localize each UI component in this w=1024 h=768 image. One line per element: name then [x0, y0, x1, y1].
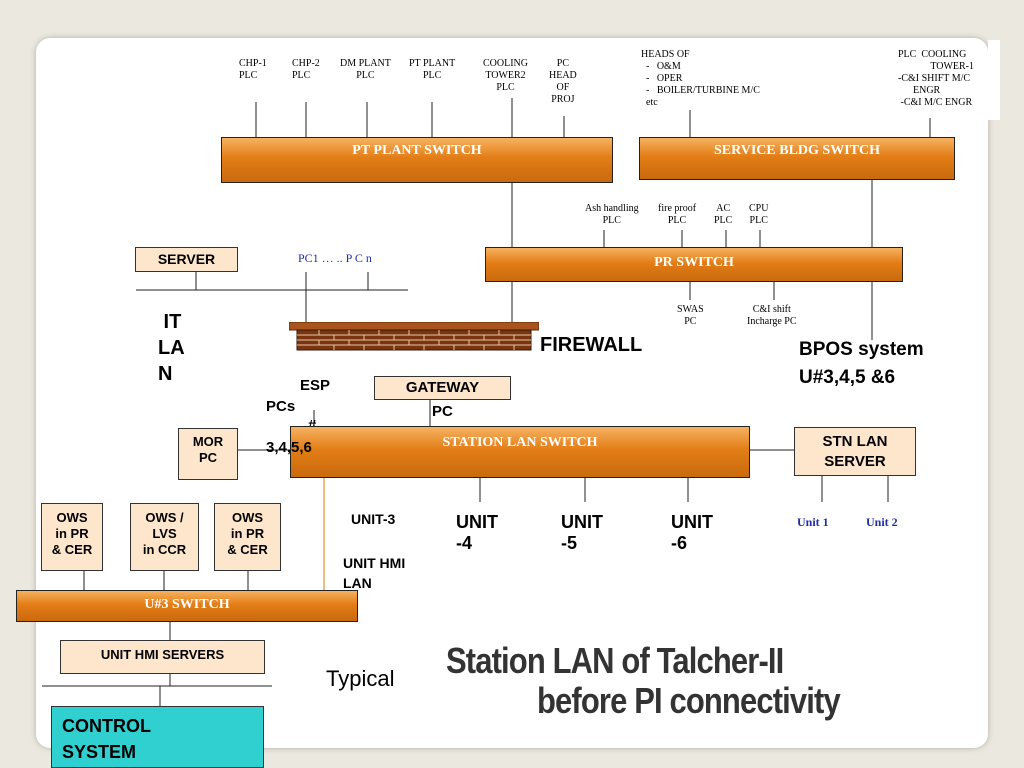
title-line-2: before PI connectivity	[537, 680, 841, 721]
title-line-1: Station LAN of Talcher-II	[446, 640, 784, 681]
units-3456-label: 3,4,5,6	[266, 439, 312, 456]
server-box: SERVER	[135, 247, 238, 272]
pc1-pcn-label: PC1 … .. P C n	[298, 251, 372, 265]
fire-proof-plc-label: fire proof PLC	[658, 203, 697, 226]
unit6-label: UNIT -6	[671, 512, 713, 553]
ash-handling-plc-label: Ash handling PLC	[585, 203, 639, 226]
ci-shift-incharge-pc-label: C&I shift Incharge PC	[747, 304, 797, 327]
control-system-box: CONTROL SYSTEM	[51, 706, 264, 768]
station-lan-switch: STATION LAN SWITCH	[290, 426, 750, 478]
cooling-tower2-plc-label: COOLING TOWER2 PLC	[483, 58, 528, 93]
plc-cooling-tower1-label: PLC COOLING TOWER-1 -C&I SHIFT M/C ENGR …	[898, 49, 975, 108]
unit1-label: Unit 1	[797, 515, 829, 529]
unit-hmi-servers-box: UNIT HMI SERVERS	[60, 640, 265, 674]
pcs-label: PCs	[266, 398, 296, 415]
pt-plant-plc-label: PT PLANT PLC	[409, 58, 456, 81]
chp2-plc-label: CHP-2 PLC	[292, 58, 320, 81]
slide-overflow-strip	[988, 40, 1000, 120]
bpos-system-label: BPOS system U#3,4,5 &6	[799, 339, 924, 388]
heads-of-label: HEADS OF - O&M - OPER - BOILER/TURBINE M…	[641, 49, 760, 108]
unit-hmi-lan-label: UNIT HMI LAN	[343, 555, 406, 591]
mor-pc-box: MOR PC	[178, 428, 238, 480]
pt-plant-switch: PT PLANT SWITCH	[221, 137, 613, 183]
unit5-label: UNIT -5	[561, 512, 603, 553]
unit4-label: UNIT -4	[456, 512, 498, 553]
firewall-label: FIREWALL	[540, 334, 643, 356]
swas-pc-label: SWAS PC	[677, 304, 704, 327]
typical-label: Typical	[326, 666, 395, 691]
unit2-label: Unit 2	[866, 515, 898, 529]
u3-switch: U#3 SWITCH	[16, 590, 358, 622]
chp1-plc-label: CHP-1 PLC	[239, 58, 267, 81]
it-lan-label: IT LA N	[158, 311, 185, 385]
firewall-icon	[289, 322, 539, 351]
cpu-plc-label: CPU PLC	[749, 203, 769, 226]
ows-lvs-ccr-box: OWS / LVS in CCR	[130, 503, 199, 571]
ows-pr-cer-box-1: OWS in PR & CER	[41, 503, 103, 571]
ows-pr-cer-box-2: OWS in PR & CER	[214, 503, 281, 571]
unit3-label: UNIT-3	[351, 511, 396, 527]
service-bldg-switch: SERVICE BLDG SWITCH	[639, 137, 955, 180]
esp-label: ESP	[300, 377, 331, 394]
stn-lan-server-box: STN LAN SERVER	[794, 427, 916, 476]
gateway-pc-label: PC	[432, 403, 453, 420]
hash-label: #	[308, 417, 316, 434]
pc-head-of-proj-label: PC HEAD OF PROJ	[549, 58, 577, 105]
dm-plant-plc-label: DM PLANT PLC	[340, 58, 391, 81]
gateway-box: GATEWAY	[374, 376, 511, 400]
pr-switch: PR SWITCH	[485, 247, 903, 282]
ac-plc-label: AC PLC	[714, 203, 733, 226]
